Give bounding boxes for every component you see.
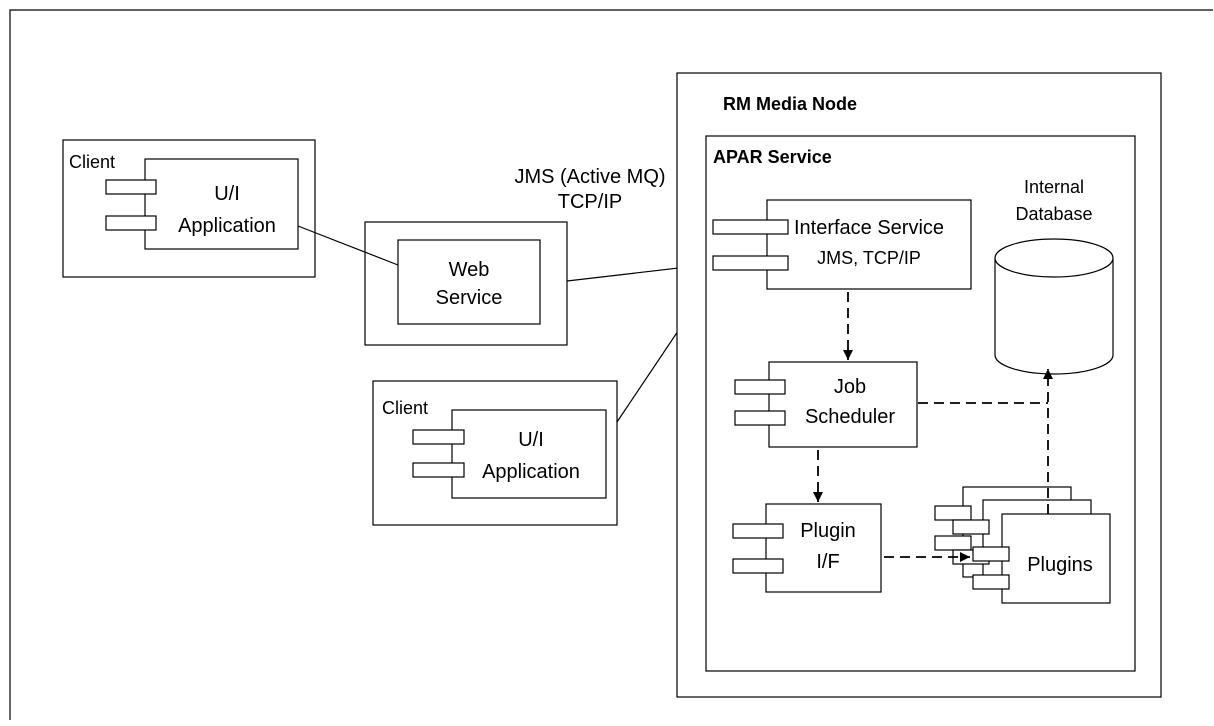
client-top-ui-box <box>144 158 299 250</box>
internal-database-label-1: Internal <box>1024 177 1084 197</box>
database-cylinder-body <box>994 258 1114 375</box>
interface-service-label-2: JMS, TCP/IP <box>817 248 921 268</box>
client-bottom-label: Client <box>382 398 428 418</box>
web-service-label-1: Web <box>449 259 490 281</box>
client-bottom-ui-label-1: U/I <box>518 429 544 451</box>
plugins-stack: Plugins <box>934 486 1111 604</box>
interface-service-label-1: Interface Service <box>794 217 944 239</box>
apar-service: APAR Service Internal Database Interface… <box>705 135 1136 672</box>
client-top-ui-label-2: Application <box>178 215 276 237</box>
plugins-back-port-1 <box>934 505 972 521</box>
client-top-ui-port-2 <box>105 215 157 231</box>
client-top-label: Client <box>69 152 115 172</box>
job-scheduler-label-2: Scheduler <box>805 406 895 428</box>
client-top-ui-label-1: U/I <box>214 183 240 205</box>
plugin-if-label-2: I/F <box>816 551 839 573</box>
client-bottom-ui-label-2: Application <box>482 461 580 483</box>
job-scheduler-box <box>768 361 918 448</box>
internal-database: Internal Database <box>994 177 1114 375</box>
plugin-if-label-1: Plugin <box>800 520 856 542</box>
interface-service: Interface Service JMS, TCP/IP <box>712 199 972 290</box>
internal-database-label-2: Database <box>1015 204 1092 224</box>
apar-service-label: APAR Service <box>713 147 832 167</box>
client-bottom-ui-port-2 <box>412 462 465 478</box>
web-service-label-2: Service <box>436 287 503 309</box>
client-bottom-ui-box <box>451 409 607 499</box>
plugin-if-box <box>765 503 882 593</box>
rm-media-node-label: RM Media Node <box>723 94 857 114</box>
database-cylinder-top <box>994 238 1114 278</box>
client-bottom-ui-component: U/I Application <box>412 409 607 499</box>
web-service-inner <box>397 239 541 325</box>
job-scheduler-port-1 <box>734 379 786 395</box>
connection-label-2: TCP/IP <box>558 191 622 213</box>
plugins-layer-front: Plugins <box>972 513 1111 604</box>
plugin-if-port-2 <box>732 558 784 574</box>
client-top-ui-component: U/I Application <box>105 158 299 250</box>
interface-service-port-2 <box>712 255 789 271</box>
rm-media-node: RM Media Node APAR Service Internal Data… <box>676 72 1162 698</box>
job-scheduler: Job Scheduler <box>734 361 918 448</box>
job-scheduler-port-2 <box>734 410 786 426</box>
interface-service-box <box>766 199 972 290</box>
client-bottom-ui-port-1 <box>412 429 465 445</box>
plugin-if-port-1 <box>732 523 784 539</box>
outer-frame <box>9 9 1213 720</box>
plugins-back-port-2 <box>934 535 972 551</box>
connection-label-1: JMS (Active MQ) <box>514 166 665 188</box>
client-bottom: Client U/I Application <box>372 380 618 526</box>
plugin-if: Plugin I/F <box>732 503 882 593</box>
client-top: Client U/I Application <box>62 139 316 278</box>
web-service-node: Web Service <box>364 221 568 346</box>
job-scheduler-label-1: Job <box>834 376 866 398</box>
plugins-middle-port-1 <box>952 519 990 535</box>
plugins-front-port-1 <box>972 546 1010 562</box>
interface-service-port-1 <box>712 219 789 235</box>
link-client-top-web-service <box>297 225 399 266</box>
plugins-label: Plugins <box>1027 554 1093 576</box>
plugins-front-port-2 <box>972 574 1010 590</box>
client-top-ui-port-1 <box>105 179 157 195</box>
